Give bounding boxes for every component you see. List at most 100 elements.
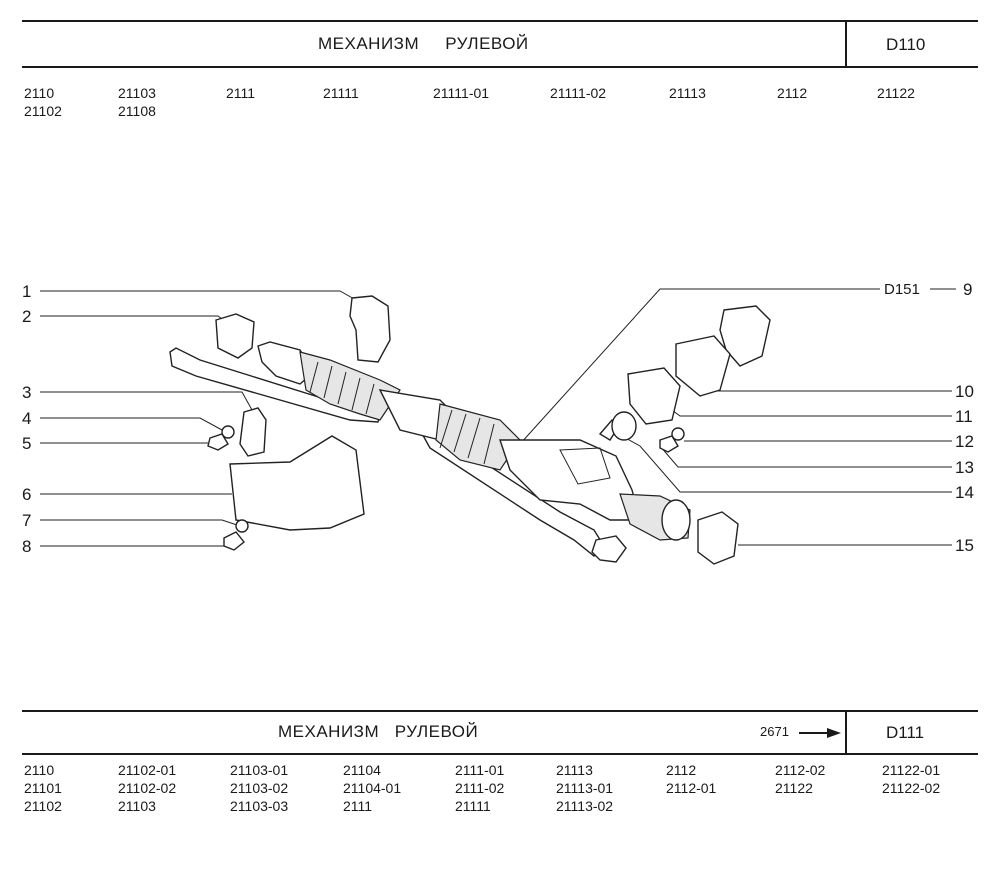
top-model-col: 21113 [669, 84, 706, 102]
model-code: 21113 [669, 85, 706, 101]
model-code: 21103-01 [230, 762, 289, 778]
bottom-section-title: МЕХАНИЗМ РУЛЕВОЙ [278, 722, 479, 741]
right-callouts: D151 9 10 11 12 13 14 15 [884, 280, 974, 555]
callout-5: 5 [22, 434, 31, 453]
top-model-col: 21111-01 [433, 84, 489, 102]
top-divider [845, 20, 847, 68]
model-code: 21122-01 [882, 762, 941, 778]
model-code: 21111 [323, 85, 359, 101]
model-code: 21104 [343, 762, 381, 778]
model-code: 21103-03 [230, 798, 289, 814]
part-8-nut [223, 531, 245, 551]
callout-6: 6 [22, 485, 31, 504]
part-4-washer [221, 425, 235, 439]
model-code: 21103 [118, 798, 156, 814]
part-11-gasket [627, 367, 681, 425]
top-section-code: D110 [886, 35, 926, 54]
callout-10: 10 [955, 382, 974, 401]
part-1-bracket [349, 295, 391, 363]
top-rule-lower [22, 66, 978, 68]
model-code: 2111 [343, 798, 373, 814]
model-code: 21102-01 [118, 762, 177, 778]
part-13-nut [659, 435, 679, 453]
model-code: 21113-02 [556, 798, 614, 814]
model-code: 2111-01 [455, 762, 505, 778]
callout-4: 4 [22, 409, 31, 428]
bottom-model-col: 21102-01 21102-02 21103 [118, 761, 176, 815]
model-code: 2112 [777, 85, 808, 101]
model-code: 21113 [556, 762, 593, 778]
top-section-title: МЕХАНИЗМ РУЛЕВОЙ [318, 34, 529, 53]
model-code: 21102 [24, 798, 62, 814]
part-5-nut [207, 433, 229, 451]
bottom-rule-lower [22, 753, 978, 755]
bottom-model-col: 2110 21101 21102 [24, 761, 62, 815]
part-15-cushion [697, 511, 739, 565]
bottom-rule-upper [22, 710, 978, 712]
bottom-model-col: 2112 2112-01 [666, 761, 716, 797]
model-code: 21122-02 [882, 780, 941, 796]
callout-15: 15 [955, 536, 974, 555]
model-code: 2110 [24, 762, 55, 778]
model-code: 21102 [24, 103, 62, 119]
callout-12: 12 [955, 432, 974, 451]
callout-13: 13 [955, 458, 974, 477]
part-14-ring [611, 411, 637, 441]
bottom-model-col: 21103-01 21103-02 21103-03 [230, 761, 288, 815]
model-code: 2112-01 [666, 780, 717, 796]
model-code: 21111-02 [550, 85, 607, 101]
model-code: 2112 [666, 762, 697, 778]
model-code: 21122 [877, 85, 915, 101]
top-model-col: 21111-02 [550, 84, 606, 102]
model-code: 21104-01 [343, 780, 402, 796]
callout-11: 11 [955, 407, 973, 426]
left-callouts: 1 2 3 4 5 6 7 8 [22, 282, 31, 556]
top-rule-upper [22, 20, 978, 22]
model-code: 21103 [118, 85, 156, 101]
model-code: 21111 [455, 798, 491, 814]
callout-3: 3 [22, 383, 31, 402]
callout-8: 8 [22, 537, 31, 556]
callout-14: 14 [955, 483, 974, 502]
top-model-col: 2110 21102 [24, 84, 62, 120]
model-code: 2111-02 [455, 780, 505, 796]
part-10-cover [675, 335, 731, 397]
part-3-clamp [239, 407, 267, 457]
model-code: 21111-01 [433, 85, 490, 101]
bottom-model-col: 21104 21104-01 2111 [343, 761, 401, 815]
model-code: 21108 [118, 103, 156, 119]
model-code: 2111 [226, 85, 256, 101]
arrow-right-icon [798, 727, 841, 738]
part-12-washer [671, 427, 685, 441]
next-section-ref[interactable]: 2671 [760, 724, 843, 739]
model-code: 21102-02 [118, 780, 177, 796]
bottom-model-col: 2112-02 21122 [775, 761, 825, 797]
model-code: 2110 [24, 85, 55, 101]
model-code: 21113-01 [556, 780, 614, 796]
top-model-col: 21111 [323, 84, 359, 102]
part-9-seal [719, 305, 771, 367]
callout-9: 9 [963, 280, 972, 299]
bottom-divider [845, 710, 847, 755]
bottom-model-col: 21113 21113-01 21113-02 [556, 761, 613, 815]
callout-7: 7 [22, 511, 31, 530]
bottom-model-col: 21122-01 21122-02 [882, 761, 940, 797]
top-model-col: 2111 [226, 84, 255, 102]
top-model-col: 2112 [777, 84, 807, 102]
model-code: 2112-02 [775, 762, 826, 778]
part-7-washer [235, 519, 249, 533]
bottom-section-code: D111 [886, 723, 925, 742]
part-2-cushion [215, 313, 255, 359]
model-code: 21122 [775, 780, 813, 796]
callout-1: 1 [22, 282, 31, 301]
reference-code: D151 [884, 281, 920, 298]
rack-housing [257, 341, 691, 541]
model-code: 21103-02 [230, 780, 289, 796]
part-6-support [229, 435, 365, 531]
callout-2: 2 [22, 307, 31, 326]
model-code: 21101 [24, 780, 62, 796]
top-model-col: 21122 [877, 84, 915, 102]
next-ref-label: 2671 [760, 724, 789, 739]
top-model-col: 21103 21108 [118, 84, 156, 120]
